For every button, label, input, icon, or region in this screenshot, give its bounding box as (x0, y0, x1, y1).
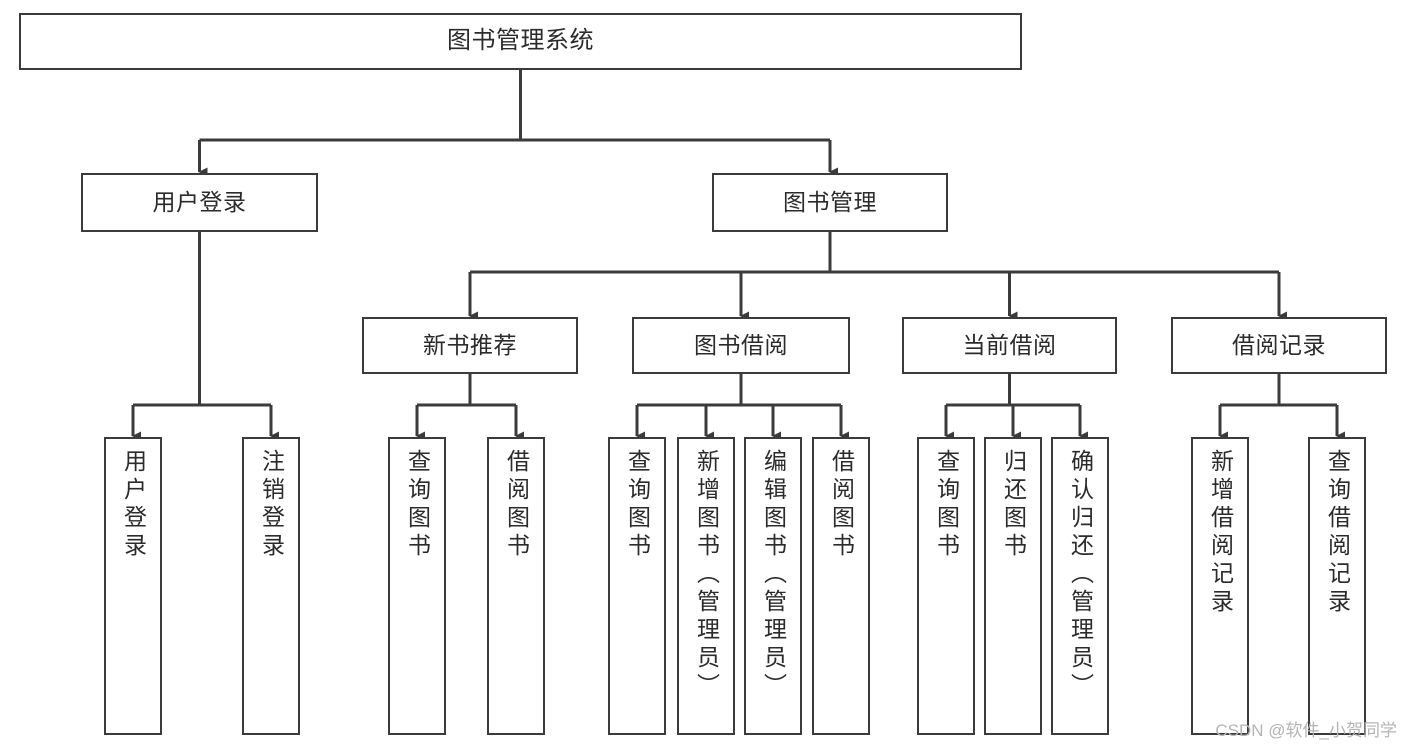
node-leaf-query-book-3[interactable]: 查询图书 (917, 437, 975, 735)
node-label-book-borrow: 图书借阅 (694, 331, 788, 358)
node-label-borrow-record: 借阅记录 (1232, 331, 1326, 358)
node-label-leaf-query-book-1: 查询图书 (404, 449, 431, 561)
node-label-user-login: 用户登录 (152, 188, 247, 215)
node-label-leaf-logout: 注销登录 (258, 449, 285, 561)
node-label-leaf-query-book-3: 查询图书 (933, 449, 960, 561)
node-leaf-query-record[interactable]: 查询借阅记录 (1308, 437, 1366, 735)
node-leaf-query-book-2[interactable]: 查询图书 (608, 437, 666, 735)
node-label-new-book-rec: 新书推荐 (423, 331, 517, 358)
node-user-login[interactable]: 用户登录 (81, 173, 318, 232)
node-new-book-rec[interactable]: 新书推荐 (362, 317, 578, 374)
node-label-root: 图书管理系统 (447, 27, 594, 55)
node-label-leaf-borrow-book-1: 借阅图书 (503, 449, 530, 561)
node-leaf-add-book[interactable]: 新增图书（管理员） (677, 437, 735, 735)
node-label-leaf-return-book: 归还图书 (1000, 449, 1027, 561)
node-leaf-confirm-return[interactable]: 确认归还（管理员） (1051, 437, 1109, 735)
node-borrow-record[interactable]: 借阅记录 (1171, 317, 1387, 374)
edge-group (131, 70, 1345, 441)
node-label-leaf-add-record: 新增借阅记录 (1207, 449, 1234, 617)
node-leaf-query-book-1[interactable]: 查询图书 (388, 437, 446, 735)
node-leaf-user-login[interactable]: 用户登录 (104, 437, 162, 735)
node-label-leaf-query-record: 查询借阅记录 (1324, 449, 1351, 617)
node-label-leaf-query-book-2: 查询图书 (624, 449, 651, 561)
node-book-borrow[interactable]: 图书借阅 (632, 317, 850, 374)
node-leaf-return-book[interactable]: 归还图书 (984, 437, 1042, 735)
node-leaf-borrow-book-2[interactable]: 借阅图书 (812, 437, 870, 735)
node-leaf-add-record[interactable]: 新增借阅记录 (1191, 437, 1249, 735)
node-label-leaf-edit-book: 编辑图书（管理员） (760, 449, 787, 701)
watermark-text: CSDN @软件_小贺同学 (1215, 721, 1397, 740)
node-label-leaf-add-book: 新增图书（管理员） (693, 449, 720, 701)
node-label-book-manage: 图书管理 (783, 188, 877, 215)
node-root[interactable]: 图书管理系统 (19, 13, 1022, 70)
node-book-manage[interactable]: 图书管理 (712, 173, 948, 232)
node-label-leaf-confirm-return: 确认归还（管理员） (1067, 449, 1094, 701)
node-label-leaf-borrow-book-2: 借阅图书 (828, 449, 855, 561)
node-leaf-logout[interactable]: 注销登录 (242, 437, 300, 735)
node-leaf-borrow-book-1[interactable]: 借阅图书 (487, 437, 545, 735)
node-current-borrow[interactable]: 当前借阅 (902, 317, 1117, 374)
node-label-leaf-user-login: 用户登录 (120, 449, 147, 561)
node-leaf-edit-book[interactable]: 编辑图书（管理员） (744, 437, 802, 735)
node-label-current-borrow: 当前借阅 (962, 331, 1057, 358)
